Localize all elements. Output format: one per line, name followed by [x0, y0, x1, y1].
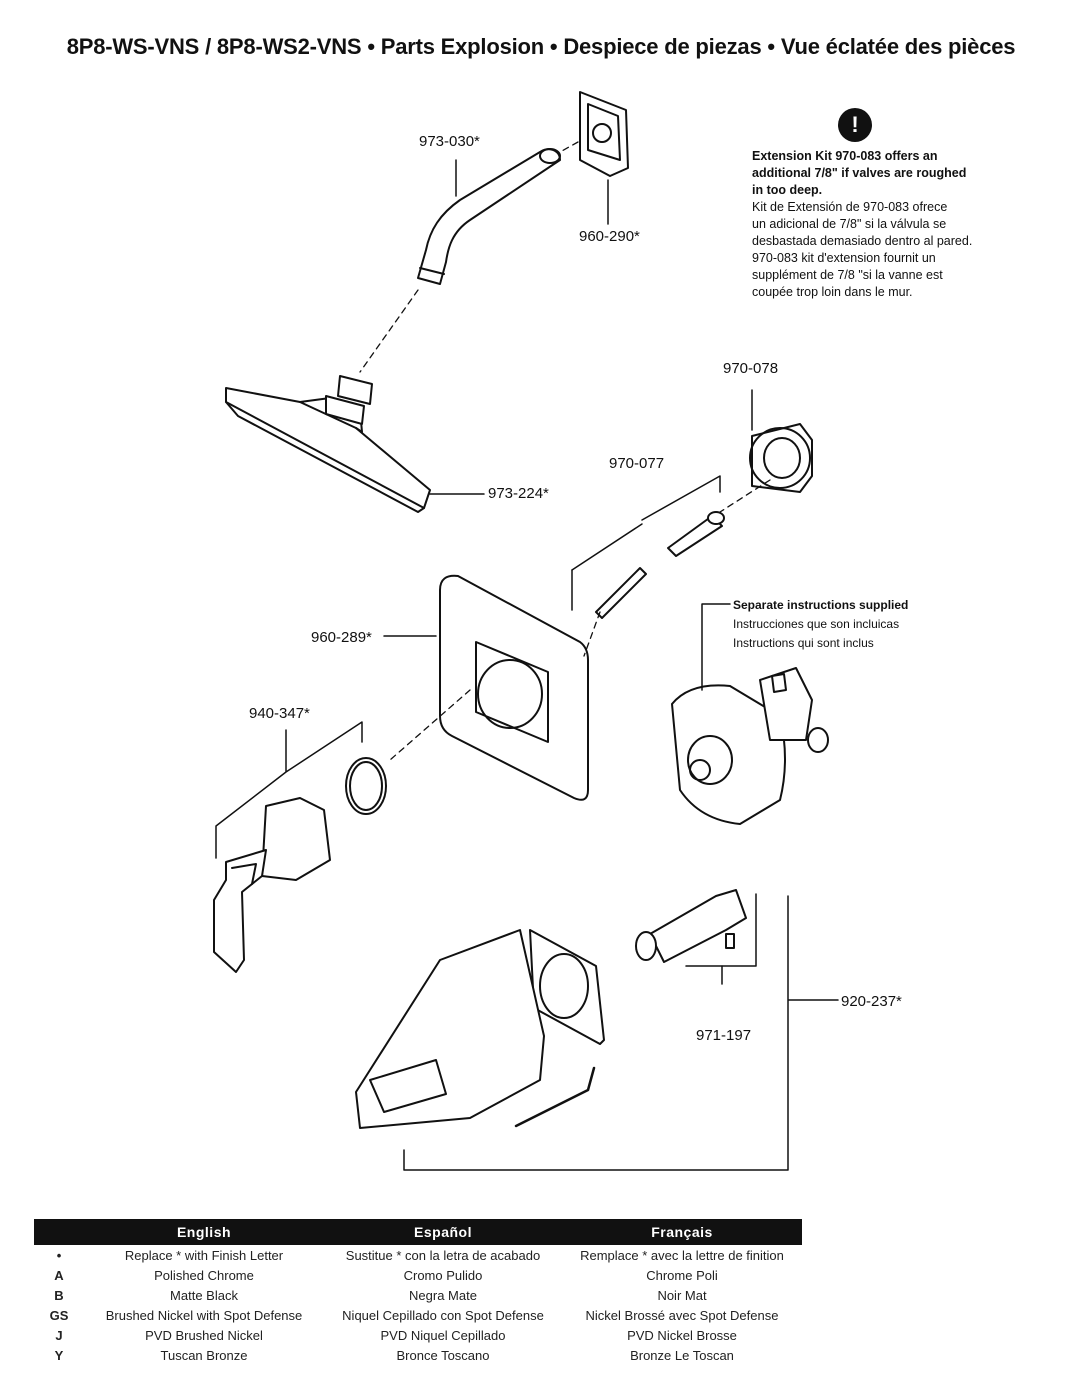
note-french: 970-083 kit d'extension fournit un suppl…: [752, 251, 943, 299]
parts-explosion-diagram: [213, 91, 839, 1171]
escutcheon-part: [439, 574, 589, 801]
callout-shower-arm: 973-030*: [419, 133, 480, 150]
finish-table-header: English Español Français: [34, 1219, 802, 1245]
flange-part: [579, 91, 629, 177]
callout-flange: 960-290*: [579, 228, 640, 245]
screws-part: [595, 511, 725, 619]
adapter-part: [749, 423, 813, 493]
shower-arm-part: [417, 148, 561, 285]
callout-cartridge: 971-197: [696, 1027, 752, 1044]
header-spanish: Español: [324, 1219, 562, 1245]
cartridge-part: [635, 889, 747, 963]
callout-shower-head: 973-224*: [488, 485, 549, 502]
callout-screws: 970-077: [609, 455, 665, 472]
table-row: B Matte Black Negra Mate Noir Mat: [54, 1287, 707, 1303]
shower-head-part: [225, 375, 431, 513]
warning-icon: !: [838, 108, 872, 142]
table-row: Y Tuscan Bronze Bronce Toscano Bronze Le…: [54, 1347, 734, 1363]
page-title: 8P8-WS-VNS / 8P8-WS2-VNS • Parts Explosi…: [66, 34, 1016, 59]
handle-part: [213, 797, 331, 973]
valve-body-part: [671, 667, 829, 825]
header-english: English: [84, 1219, 324, 1245]
table-row: A Polished Chrome Cromo Pulido Chrome Po…: [54, 1267, 718, 1283]
table-row: • Replace * with Finish Letter Sustitue …: [56, 1247, 784, 1263]
callout-handle: 940-347*: [249, 705, 310, 722]
header-french: Français: [562, 1219, 802, 1245]
spout-part: [355, 929, 605, 1129]
table-row: J PVD Brushed Nickel PVD Niquel Cepillad…: [55, 1327, 737, 1343]
note-spanish: Kit de Extensión de 970-083 ofrece un ad…: [752, 200, 973, 248]
callout-adapter: 970-078: [723, 360, 779, 377]
note-english: Extension Kit 970-083 offers an addition…: [752, 149, 967, 197]
extension-kit-note: Extension Kit 970-083 offers an addition…: [752, 148, 1002, 301]
callout-escutcheon: 960-289*: [311, 629, 372, 646]
callout-spout: 920-237*: [841, 993, 902, 1010]
separate-instructions-note: Separate instructions supplied Instrucci…: [733, 598, 909, 650]
finish-table: English Español Français • Replace * wit…: [34, 1219, 802, 1365]
table-row: GS Brushed Nickel with Spot Defense Niqu…: [49, 1307, 779, 1323]
o-ring-part: [345, 757, 387, 815]
